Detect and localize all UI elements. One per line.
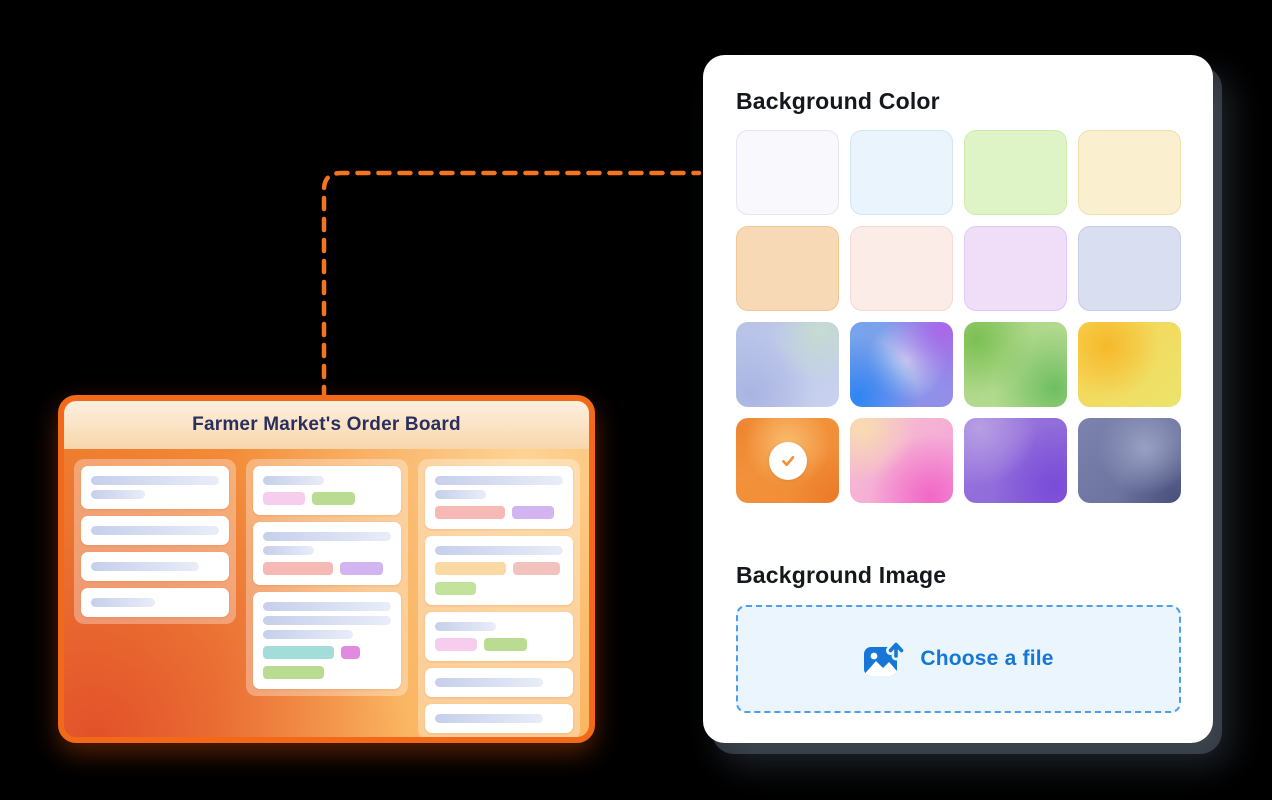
color-swatch-gradient-violet[interactable] — [964, 418, 1067, 503]
tag-pill — [435, 562, 506, 575]
background-color-grid — [736, 130, 1181, 503]
placeholder-text-line — [91, 526, 219, 535]
color-swatch-gradient-orange[interactable] — [736, 418, 839, 503]
tag-pill — [340, 562, 383, 575]
board-card — [425, 612, 573, 661]
tag-pill — [263, 646, 334, 659]
placeholder-text-line — [435, 678, 543, 687]
color-swatch-gradient-blue-violet[interactable] — [850, 322, 953, 407]
placeholder-text-line — [263, 630, 353, 639]
order-board: Farmer Market's Order Board — [58, 395, 595, 743]
placeholder-text-line — [263, 532, 391, 541]
choose-file-button[interactable]: Choose a file — [736, 605, 1181, 713]
board-card — [81, 552, 229, 581]
tag-pill — [263, 562, 333, 575]
placeholder-text-line — [435, 490, 487, 499]
color-swatch-gradient-peach-magenta[interactable] — [850, 418, 953, 503]
board-card — [253, 522, 401, 585]
tag-pill-row — [435, 506, 563, 519]
tag-pill-row — [263, 666, 391, 679]
color-swatch-lilac[interactable] — [964, 226, 1067, 311]
board-card — [81, 516, 229, 545]
placeholder-text-line — [435, 476, 563, 485]
background-settings-panel: Background Color Background Image Choose… — [703, 55, 1213, 743]
color-swatch-gradient-periwinkle-mint[interactable] — [736, 322, 839, 407]
tag-pill-row — [435, 582, 563, 595]
placeholder-text-line — [263, 476, 325, 485]
choose-file-label: Choose a file — [920, 647, 1054, 670]
board-card — [425, 466, 573, 529]
board-column — [246, 459, 408, 696]
tag-pill — [312, 492, 355, 505]
placeholder-text-line — [91, 490, 145, 499]
placeholder-text-line — [263, 602, 391, 611]
background-image-title: Background Image — [736, 562, 947, 588]
tag-pill-row — [435, 638, 563, 651]
tag-pill — [513, 562, 560, 575]
tag-pill-row — [263, 562, 391, 575]
connector-path — [321, 170, 702, 401]
tag-pill — [512, 506, 554, 519]
board-card — [425, 704, 573, 733]
tag-pill-row — [435, 562, 563, 575]
board-card — [81, 466, 229, 509]
background-color-title: Background Color — [736, 88, 940, 114]
board-card — [425, 668, 573, 697]
placeholder-text-line — [91, 476, 219, 485]
placeholder-text-line — [263, 616, 391, 625]
tag-pill — [435, 582, 476, 595]
board-columns — [64, 449, 589, 737]
tag-pill-row — [263, 646, 391, 659]
tag-pill-row — [263, 492, 391, 505]
color-swatch-gradient-green[interactable] — [964, 322, 1067, 407]
board-column — [418, 459, 580, 737]
color-swatch-blush-pink[interactable] — [850, 226, 953, 311]
color-swatch-mint-green[interactable] — [964, 130, 1067, 215]
selected-check-icon — [736, 418, 839, 503]
placeholder-text-line — [91, 598, 155, 607]
tag-pill — [263, 666, 324, 679]
board-header: Farmer Market's Order Board — [64, 401, 589, 449]
tag-pill — [435, 506, 505, 519]
placeholder-text-line — [435, 714, 543, 723]
tag-pill — [435, 638, 477, 651]
image-upload-icon — [863, 640, 906, 678]
color-swatch-peach[interactable] — [736, 226, 839, 311]
color-swatch-lavender-white[interactable] — [736, 130, 839, 215]
board-column — [74, 459, 236, 624]
color-swatch-cream-yellow[interactable] — [1078, 130, 1181, 215]
placeholder-text-line — [435, 622, 497, 631]
board-card — [253, 466, 401, 515]
color-swatch-ice-blue[interactable] — [850, 130, 953, 215]
tag-pill — [263, 492, 305, 505]
tag-pill — [341, 646, 360, 659]
color-swatch-gradient-slate[interactable] — [1078, 418, 1181, 503]
tag-pill — [484, 638, 527, 651]
placeholder-text-line — [263, 546, 315, 555]
color-swatch-gradient-yellow[interactable] — [1078, 322, 1181, 407]
placeholder-text-line — [91, 562, 199, 571]
board-card — [425, 536, 573, 605]
board-title: Farmer Market's Order Board — [192, 414, 461, 435]
board-card — [253, 592, 401, 689]
board-card — [81, 588, 229, 617]
color-swatch-periwinkle-gray[interactable] — [1078, 226, 1181, 311]
placeholder-text-line — [435, 546, 563, 555]
